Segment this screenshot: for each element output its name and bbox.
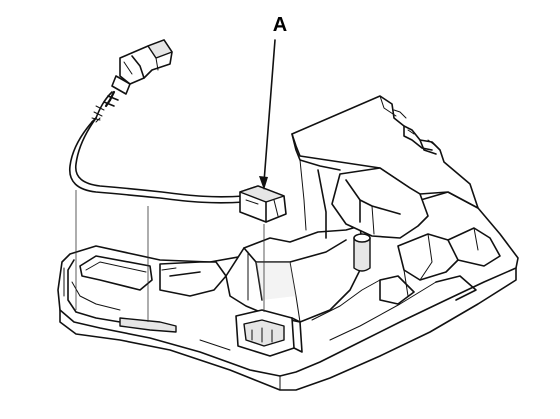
sensor-harness	[69, 39, 287, 223]
tray-housing	[57, 95, 519, 391]
alignment-guides	[75, 190, 265, 322]
callout-a-leader	[259, 39, 276, 190]
callout-label-a: A	[272, 14, 288, 36]
